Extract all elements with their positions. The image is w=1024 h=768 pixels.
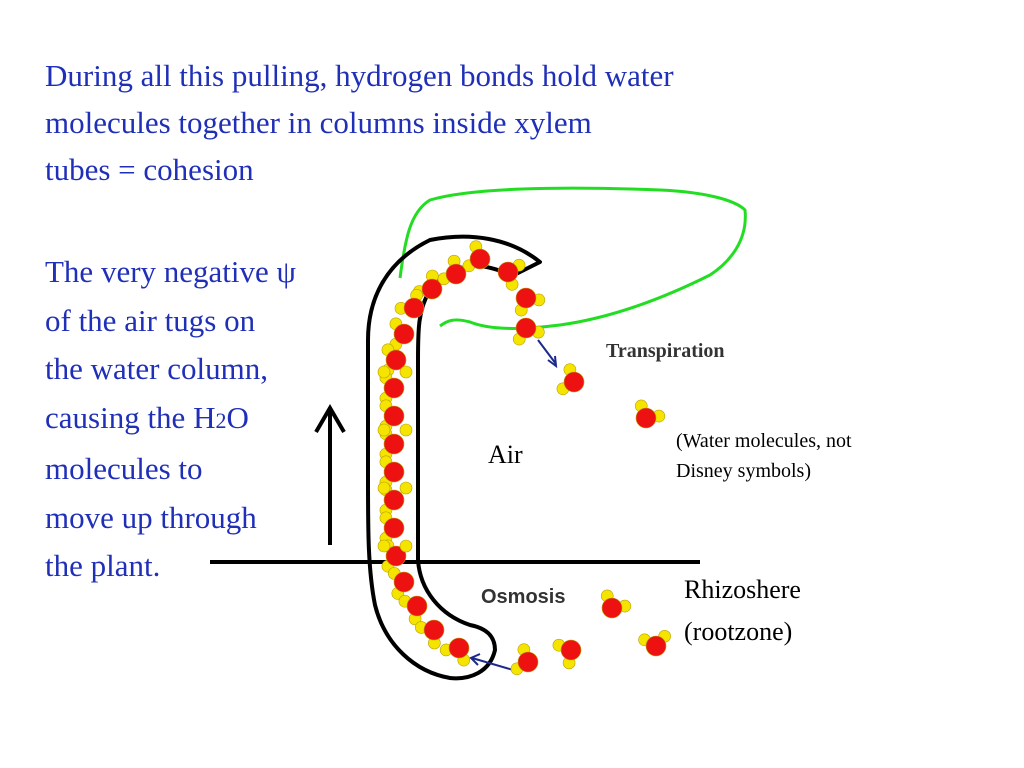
intro-line-2: molecules together in columns inside xyl… [45, 105, 592, 140]
para-line-4-sub: 2 [215, 407, 227, 433]
oxygen-atom [515, 287, 537, 309]
oxygen-atom [645, 635, 667, 657]
up-arrow-head [314, 404, 346, 434]
transpiration-arrow-head [547, 355, 558, 369]
para-line-6: move up through [45, 499, 257, 535]
para-line-4-pre: causing the H [45, 399, 216, 435]
para-line-7: the plant. [45, 548, 161, 583]
hydrogen-atom [377, 365, 391, 379]
hydrogen-atom [377, 539, 391, 553]
rhizosphere-line-2: (rootzone) [684, 617, 793, 646]
oxygen-atom [385, 545, 407, 567]
explanation-text: The very negative ψ of the air tugs on t… [45, 248, 296, 591]
oxygen-atom [423, 619, 445, 641]
osmosis-arrow-head [469, 653, 481, 666]
para-line-1: The very negative ψ [45, 254, 296, 289]
intro-line-3: tubes = cohesion [45, 152, 254, 187]
oxygen-atom [385, 349, 407, 371]
hydrogen-atom [399, 365, 413, 379]
oxygen-atom [421, 278, 443, 300]
air-label: Air [488, 440, 523, 469]
oxygen-atom [601, 597, 623, 619]
note-line-1: (Water molecules, not [676, 430, 852, 452]
intro-line-1: During all this pulling, hydrogen bonds … [45, 58, 674, 93]
oxygen-atom [383, 489, 405, 511]
intro-text: During all this pulling, hydrogen bonds … [45, 52, 674, 193]
oxygen-atom [448, 637, 470, 659]
hydrogen-atom [399, 481, 413, 495]
note-line-2: Disney symbols) [676, 460, 811, 482]
oxygen-atom [469, 248, 491, 270]
oxygen-atom [393, 323, 415, 345]
hydrogen-atom [377, 481, 391, 495]
hydrogen-atom [399, 539, 413, 553]
transpiration-label: Transpiration [606, 340, 725, 362]
rhizosphere-line-1: Rhizoshere [684, 575, 801, 604]
oxygen-atom [383, 377, 405, 399]
leaf-outline [398, 186, 747, 330]
hydrogen-atom [377, 423, 391, 437]
oxygen-atom [403, 297, 425, 319]
oxygen-atom [497, 261, 519, 283]
oxygen-atom [517, 651, 539, 673]
para-line-2: of the air tugs on [45, 302, 256, 338]
hydrogen-atom [399, 423, 413, 437]
oxygen-atom [383, 461, 405, 483]
oxygen-atom [393, 571, 415, 593]
oxygen-atom [445, 263, 467, 285]
para-line-4: causing the H2O [45, 394, 296, 446]
oxygen-atom [515, 317, 537, 339]
para-line-4-post: O [226, 399, 249, 435]
oxygen-atom [563, 371, 585, 393]
oxygen-atom [406, 595, 428, 617]
oxygen-atom [560, 639, 582, 661]
oxygen-atom [383, 405, 405, 427]
oxygen-atom [383, 433, 405, 455]
osmosis-label: Osmosis [481, 586, 566, 608]
oxygen-atom [635, 407, 657, 429]
para-line-3: the water column, [45, 351, 268, 386]
para-line-5: molecules to [45, 451, 203, 486]
transpiration-arrow [537, 339, 557, 365]
oxygen-atom [383, 517, 405, 539]
water-molecules [377, 240, 671, 676]
